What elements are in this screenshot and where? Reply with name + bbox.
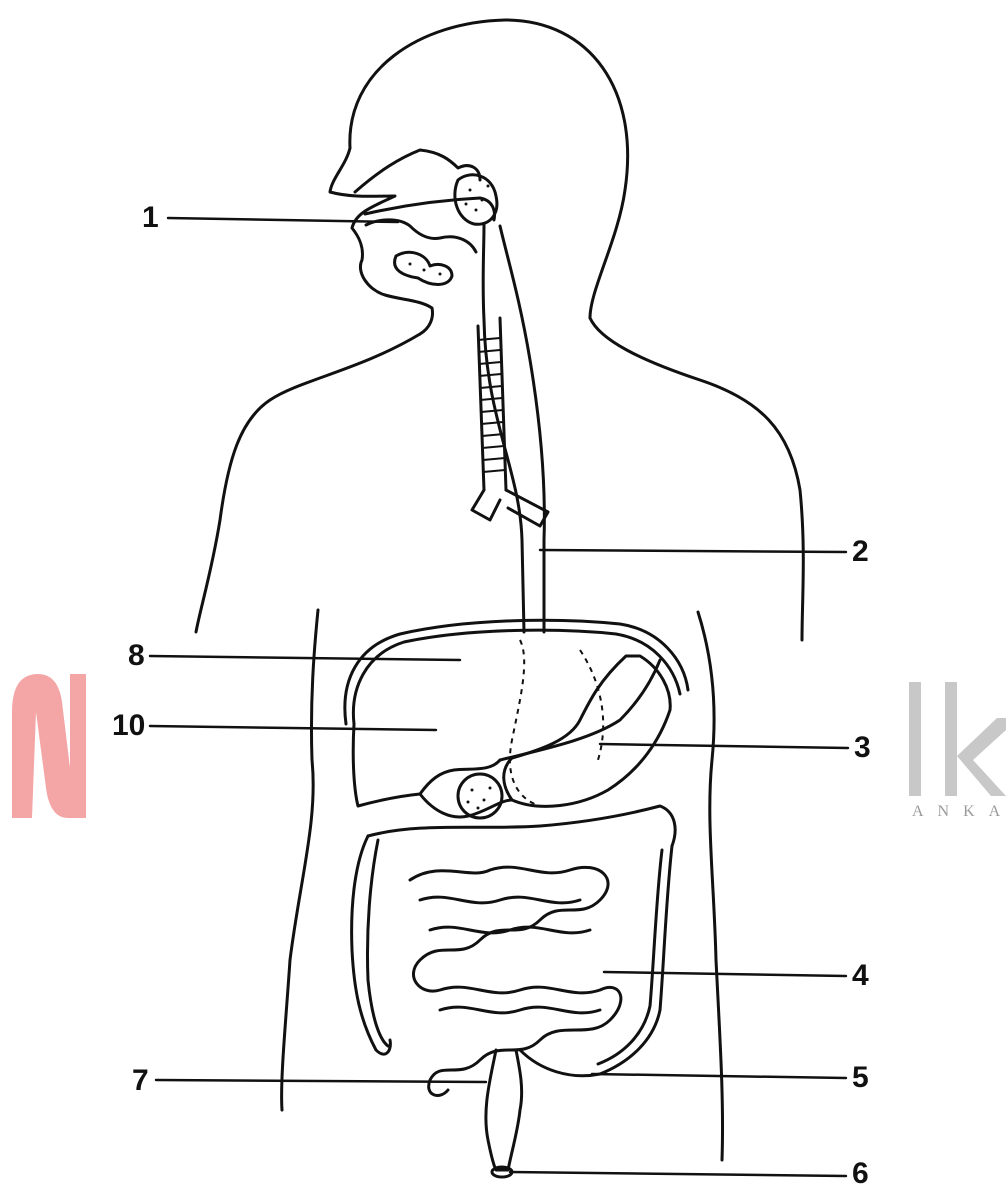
trachea-right: [500, 318, 506, 490]
label-1: 1: [142, 203, 159, 233]
leader-8: [150, 656, 460, 660]
tongue: [366, 220, 476, 252]
head-outline: [350, 20, 628, 318]
diaphragm-outer: [345, 620, 688, 724]
leader-10: [150, 726, 436, 730]
label-6: 6: [852, 1159, 869, 1189]
label-5: 5: [852, 1063, 869, 1093]
small-intestine-2: [420, 897, 600, 1013]
leader-2: [540, 550, 846, 552]
pharynx: [483, 224, 484, 320]
neck-back: [590, 318, 803, 640]
salivary-gland-sub: [395, 252, 452, 284]
label-7: 7: [132, 1066, 149, 1096]
colon-inner: [367, 840, 662, 1064]
bronchus-right: [506, 490, 548, 526]
leader-5: [592, 1074, 846, 1078]
colon-ascending: [352, 836, 391, 1054]
esophagus-left: [484, 320, 524, 632]
face-profile: [330, 148, 433, 334]
neck-front: [196, 334, 420, 632]
label-8: 8: [128, 641, 145, 671]
colon-transverse: [368, 806, 675, 846]
colon-descending: [520, 846, 672, 1076]
label-2: 2: [852, 537, 869, 567]
bronchus-left: [472, 490, 500, 520]
nasal-cavity: [355, 150, 480, 192]
label-4: 4: [852, 961, 869, 991]
small-intestine: [410, 867, 621, 1095]
leader-3: [600, 744, 848, 748]
leader-7: [156, 1080, 486, 1082]
leader-6: [510, 1172, 846, 1176]
liver: [353, 660, 660, 806]
stomach: [504, 656, 670, 806]
leader-1: [168, 218, 398, 222]
label-3: 3: [854, 733, 871, 763]
rectum: [486, 1050, 522, 1170]
leader-4: [604, 972, 846, 976]
torso-right: [698, 612, 723, 1160]
torso-left: [282, 610, 318, 1110]
label-10: 10: [112, 711, 145, 741]
